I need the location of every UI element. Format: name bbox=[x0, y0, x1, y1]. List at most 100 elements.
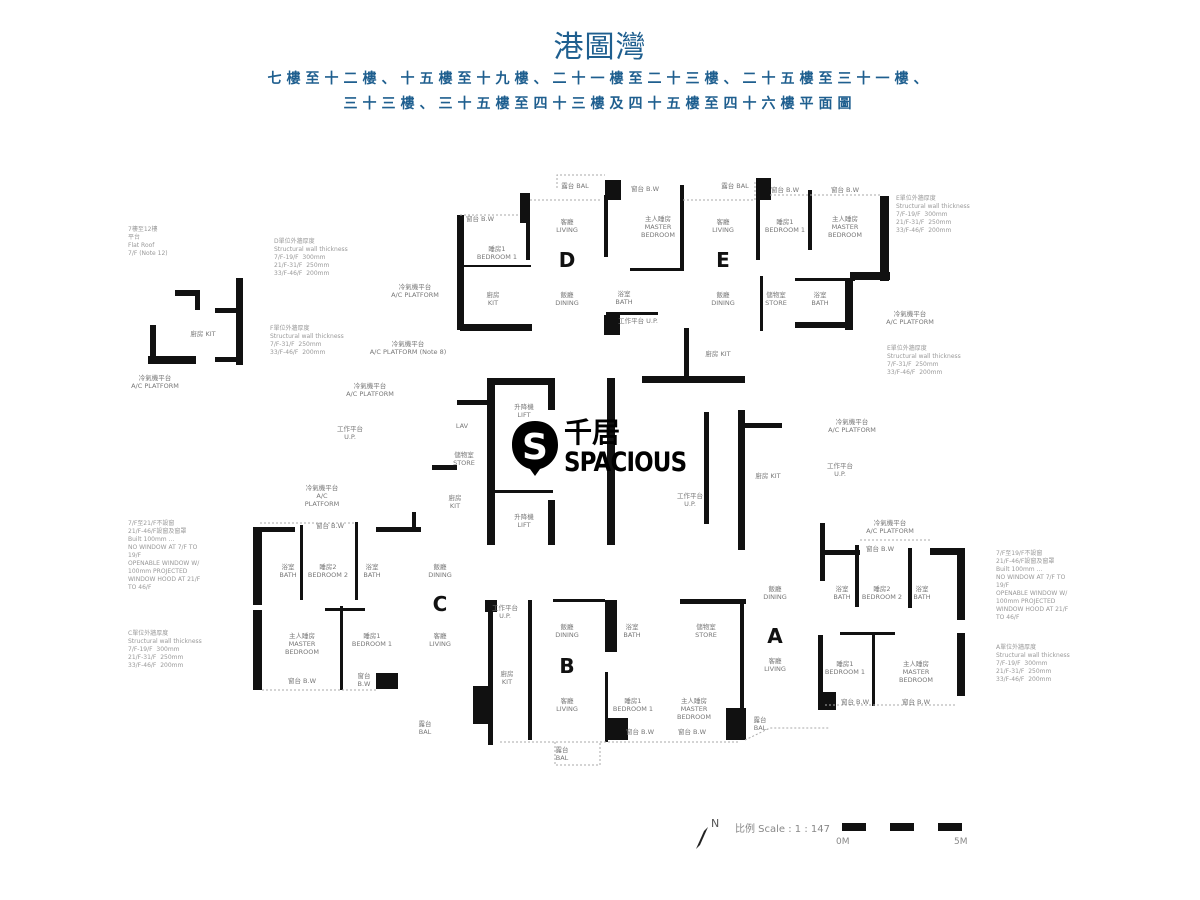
room-label: 窗台 B.W bbox=[357, 672, 371, 688]
room-label: 冷氣機平台 A/C PLATFORM bbox=[131, 374, 179, 390]
room-label: 廚房 KIT bbox=[500, 670, 514, 686]
note-wall-thickness: F單位外牆厚度 Structural wall thickness 7/F-31… bbox=[270, 325, 344, 356]
room-label: 主人睡房 MASTER BEDROOM bbox=[899, 660, 933, 684]
room-label: 飯廳 DINING bbox=[711, 291, 735, 307]
room-label: 冷氣機平台 A/C PLATFORM bbox=[391, 283, 439, 299]
room-label: 露台 BAL bbox=[561, 182, 589, 190]
room-label: 睡房1 BEDROOM 1 bbox=[476, 245, 518, 261]
room-label: 睡房1 BEDROOM 1 bbox=[824, 660, 866, 676]
scale-bar-segment bbox=[938, 823, 962, 831]
window-outlines bbox=[260, 174, 957, 766]
room-label: 冷氣機平台 A/C PLATFORM bbox=[346, 382, 394, 398]
note-window: 7/F至21/F不設窗 21/F-46/F設窗及窗罩 Built 100mm .… bbox=[128, 520, 201, 591]
room-label: 窗台 B.W bbox=[865, 545, 895, 553]
scale-label: 比例 Scale : 1 : 147 bbox=[735, 824, 830, 835]
room-label: 露台 BAL bbox=[721, 182, 749, 190]
room-label: 露台 BAL bbox=[418, 720, 432, 736]
room-label: 儲物室 STORE bbox=[453, 451, 475, 467]
room-label: 浴室 BATH bbox=[913, 585, 931, 601]
unit-label-a: A bbox=[767, 624, 783, 648]
room-label: 升降機 LIFT bbox=[514, 513, 534, 529]
room-label: 廚房 KIT bbox=[190, 330, 216, 338]
room-label: 客廳 LIVING bbox=[712, 218, 734, 234]
walls bbox=[148, 178, 965, 745]
room-label: 窗台 B.W bbox=[840, 698, 870, 706]
unit-label-e: E bbox=[716, 248, 730, 272]
room-label: 工作平台 U.P. bbox=[827, 462, 853, 478]
spacious-logo-icon: S bbox=[512, 421, 558, 476]
room-label: 工作平台 U.P. bbox=[492, 604, 518, 620]
room-label: 睡房1 BEDROOM 1 bbox=[612, 697, 654, 713]
room-label: 工作平台 U.P. bbox=[618, 317, 658, 325]
note-wall-thickness: A單位外牆厚度 Structural wall thickness 7/F-19… bbox=[996, 644, 1070, 683]
room-label: 飯廳 DINING bbox=[763, 585, 787, 601]
room-label: 窗台 B.W bbox=[830, 186, 860, 194]
room-label: 冷氣機平台 A/C PLATFORM (Note 8) bbox=[369, 340, 447, 356]
note-window: 7/F至19/F不設窗 21/F-46/F設窗及窗罩 Built 100mm .… bbox=[996, 550, 1069, 621]
room-label: 窗台 B.W bbox=[465, 215, 495, 223]
scale-bar-segment bbox=[890, 823, 914, 831]
unit-label-b: B bbox=[559, 654, 575, 678]
unit-label-d: D bbox=[558, 248, 576, 272]
watermark-logo: S 千居 SPACIOUS bbox=[510, 418, 708, 478]
room-label: 廚房 KIT bbox=[755, 472, 781, 480]
room-label: 窗台 B.W bbox=[677, 728, 707, 736]
room-label: 窗台 B.W bbox=[625, 728, 655, 736]
room-label: 主人睡房 MASTER BEDROOM bbox=[285, 632, 319, 656]
svg-text:N: N bbox=[711, 817, 719, 830]
room-label: 工作平台 U.P. bbox=[337, 425, 363, 441]
scale-bar-segment bbox=[842, 823, 866, 831]
room-label: 睡房1 BEDROOM 1 bbox=[351, 632, 393, 648]
subtitle-line-1: 七樓至十二樓、十五樓至十九樓、二十一樓至二十三樓、二十五樓至三十一樓、 bbox=[267, 71, 933, 87]
page-title: 港圖灣 bbox=[553, 30, 647, 65]
room-label: 睡房2 BEDROOM 2 bbox=[307, 563, 349, 579]
room-label: 睡房1 BEDROOM 1 bbox=[764, 218, 806, 234]
watermark-english: SPACIOUS bbox=[564, 447, 687, 478]
room-label: 儲物室 STORE bbox=[765, 291, 787, 307]
note-wall-thickness: C單位外牆厚度 Structural wall thickness 7/F-19… bbox=[128, 630, 202, 669]
room-label: 浴室 BATH bbox=[615, 290, 633, 306]
room-label: 冷氣機平台 A/C PLATFORM bbox=[866, 519, 914, 535]
room-label: 廚房 KIT bbox=[705, 350, 731, 358]
room-label: 飯廳 DINING bbox=[555, 291, 579, 307]
room-label: 客廳 LIVING bbox=[556, 697, 578, 713]
note-wall-thickness: D單位外牆厚度 Structural wall thickness 7/F-19… bbox=[274, 238, 348, 277]
room-label: 主人睡房 MASTER BEDROOM bbox=[641, 215, 675, 239]
svg-text:S: S bbox=[522, 427, 548, 468]
watermark-chinese: 千居 bbox=[564, 416, 621, 449]
room-label: 客廳 LIVING bbox=[764, 657, 786, 673]
subtitle-line-2: 三十三樓、三十五樓至四十三樓及四十五樓至四十六樓平面圖 bbox=[343, 96, 857, 112]
room-label: 升降機 LIFT bbox=[514, 403, 534, 419]
scale-end: 5M bbox=[954, 837, 968, 847]
room-label: 浴室 BATH bbox=[279, 563, 297, 579]
room-label: 露台 BAL bbox=[555, 746, 569, 762]
room-label: 露台 BAL bbox=[753, 716, 767, 732]
room-label: 主人睡房 MASTER BEDROOM bbox=[677, 697, 711, 721]
room-label: 窗台 B.W bbox=[770, 186, 800, 194]
room-label: 浴室 BATH bbox=[623, 623, 641, 639]
room-label: 工作平台 U.P. bbox=[677, 492, 703, 508]
room-label: LAV bbox=[455, 422, 469, 430]
scale-start: 0M bbox=[836, 837, 850, 847]
room-label: 主人睡房 MASTER BEDROOM bbox=[828, 215, 862, 239]
room-label: 冷氣機平台 A/C PLATFORM bbox=[828, 418, 876, 434]
room-label: 窗台 B.W bbox=[315, 522, 345, 530]
room-label: 窗台 B.W bbox=[901, 698, 931, 706]
room-label: 飯廳 DINING bbox=[428, 563, 452, 579]
room-label: 冷氣機平台 A/C PLATFORM bbox=[886, 310, 934, 326]
note-flat-roof: 7樓至12樓 平台 Flat Roof 7/F (Note 12) bbox=[128, 226, 168, 257]
room-label: 睡房2 BEDROOM 2 bbox=[861, 585, 903, 601]
room-label: 窗台 B.W bbox=[630, 185, 660, 193]
room-label: 浴室 BATH bbox=[811, 291, 829, 307]
north-arrow-icon: N bbox=[696, 817, 719, 849]
room-label: 浴室 BATH bbox=[363, 563, 381, 579]
room-label: 儲物室 STORE bbox=[695, 623, 717, 639]
room-label: 客廳 LIVING bbox=[429, 632, 451, 648]
room-label: 浴室 BATH bbox=[833, 585, 851, 601]
room-label: 冷氣機平台 A/C PLATFORM bbox=[304, 484, 340, 508]
room-label: 客廳 LIVING bbox=[556, 218, 578, 234]
note-wall-thickness: E單位外牆厚度 Structural wall thickness 7/F-19… bbox=[896, 195, 970, 234]
note-wall-thickness: E單位外牆厚度 Structural wall thickness 7/F-31… bbox=[887, 345, 961, 376]
room-label: 廚房 KIT bbox=[486, 291, 500, 307]
